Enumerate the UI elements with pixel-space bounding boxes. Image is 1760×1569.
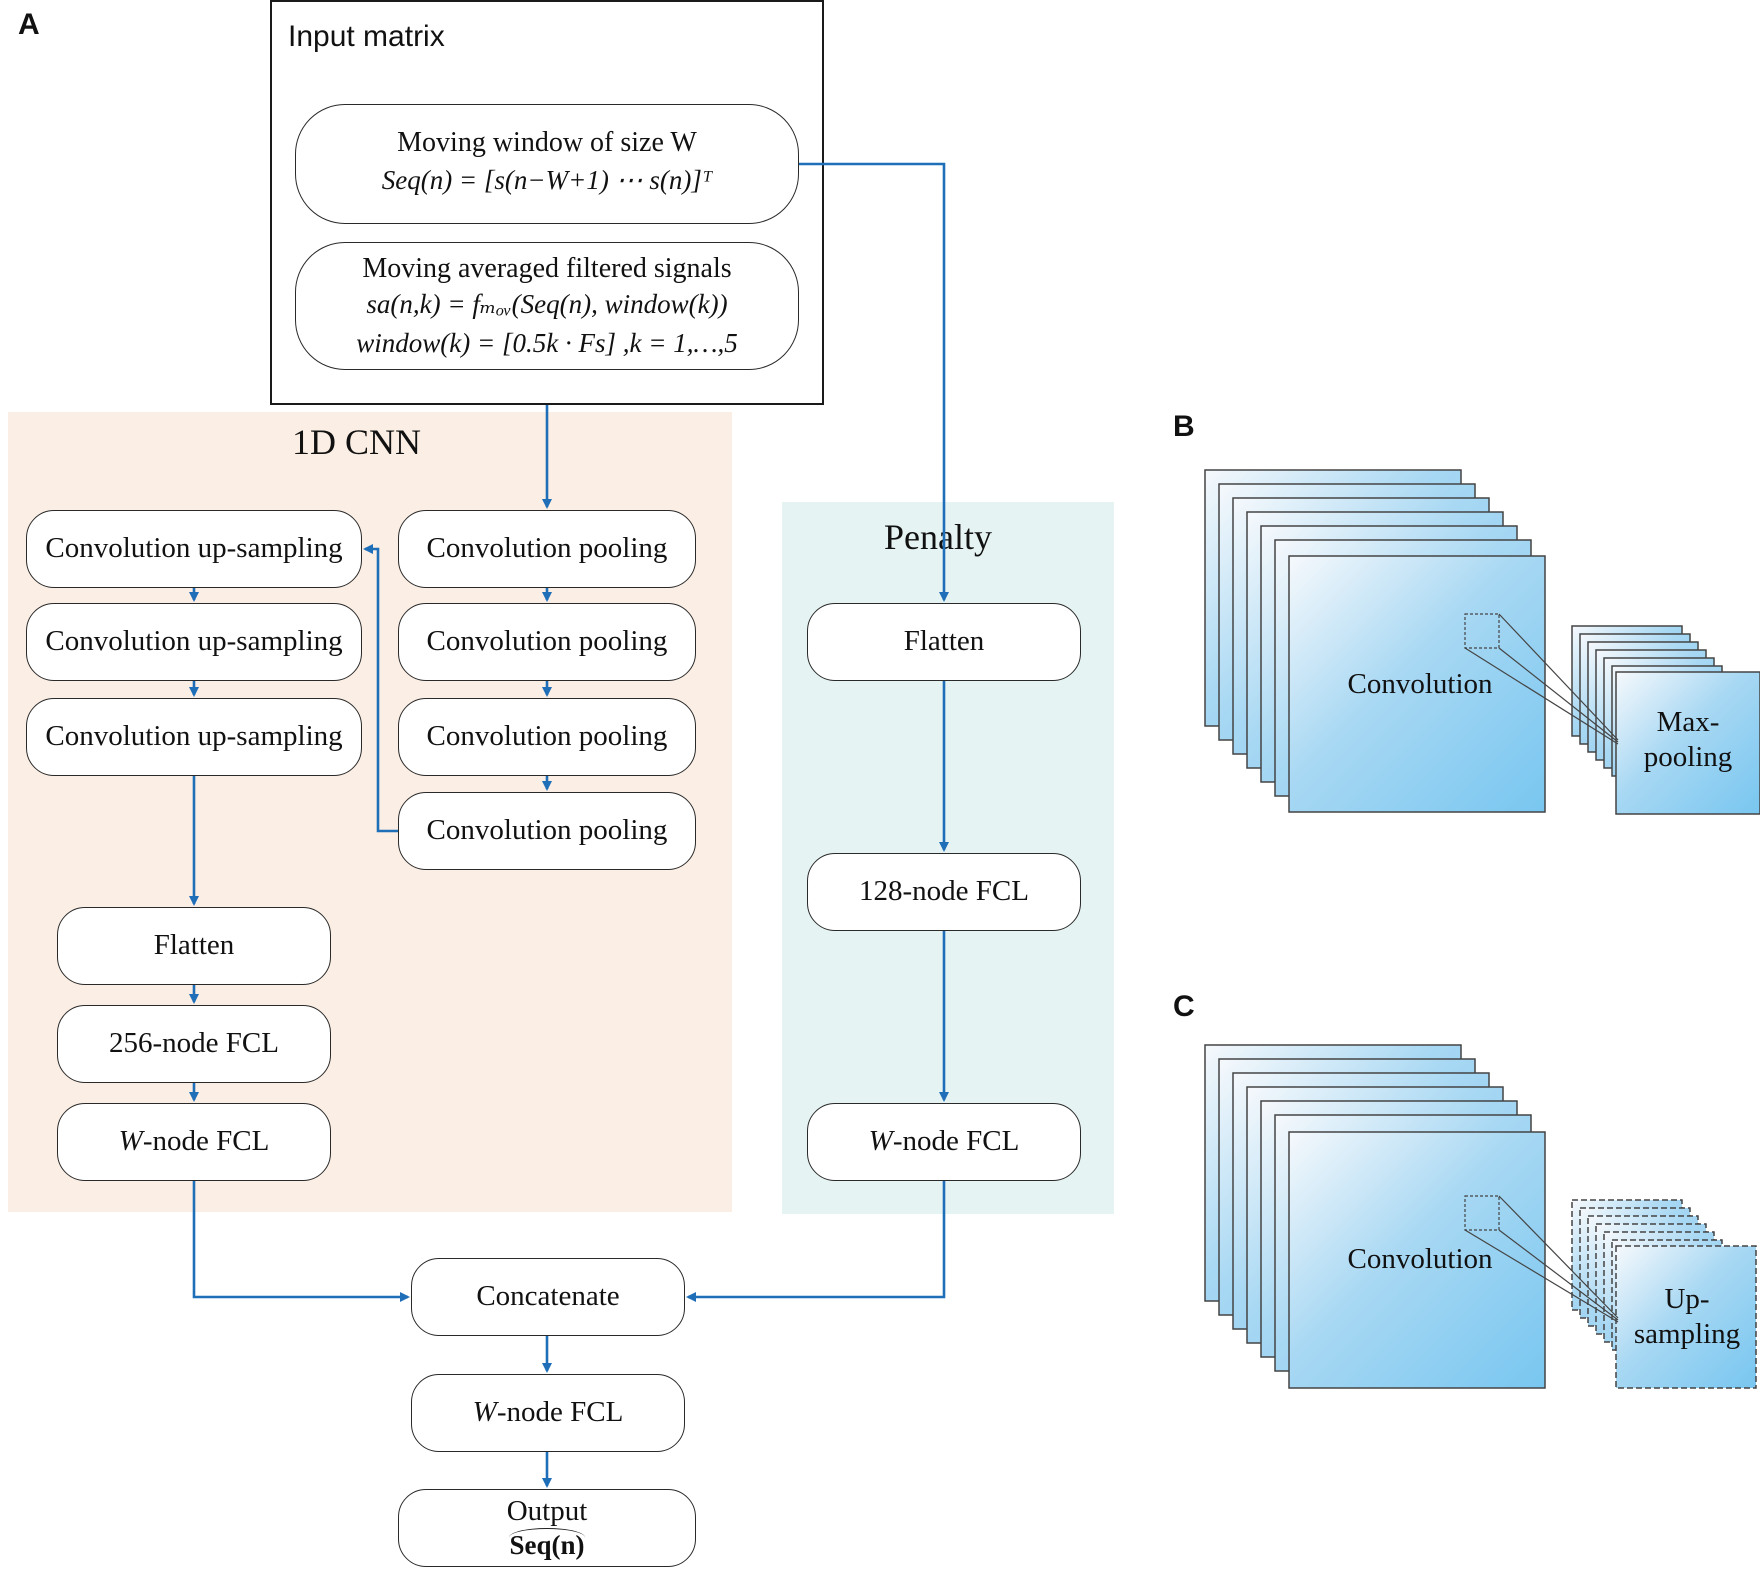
penalty-128-fcl-block: 128-node FCL: [807, 853, 1081, 931]
window-formula: window(k) = [0.5k · Fs] ,k = 1,…,5: [356, 328, 738, 358]
b-pooling-stack: [1571, 625, 1760, 815]
arrow-cnn-to-concat: [192, 1181, 410, 1302]
b-convolution-stack: [1204, 469, 1546, 813]
cnn-title: 1D CNN: [292, 422, 422, 462]
c-upsampling-stack: [1571, 1199, 1757, 1389]
w-variable: W: [868, 1125, 893, 1158]
output-block: Output Seq(n): [398, 1489, 696, 1567]
panel-label-b: B: [1173, 410, 1195, 443]
penalty-w-fcl-block: W-node FCL: [807, 1103, 1081, 1181]
convolution-pooling-block-2: Convolution pooling: [398, 603, 696, 681]
b-kernel-square: [1464, 613, 1500, 649]
c-upsampling-label: Up- sampling: [1633, 1283, 1741, 1350]
convolution-pooling-block-1: Convolution pooling: [398, 510, 696, 588]
cnn-w-fcl-block: W-node FCL: [57, 1103, 331, 1181]
b-convolution-label: Convolution: [1347, 668, 1493, 700]
penalty-flatten-block: Flatten: [807, 603, 1081, 681]
panel-label-a: A: [18, 8, 40, 41]
convolution-upsampling-block-3: Convolution up-sampling: [26, 698, 362, 776]
c-kernel-square: [1464, 1195, 1500, 1231]
c-convolution-label: Convolution: [1347, 1243, 1493, 1275]
w-variable: W: [118, 1125, 143, 1158]
c-convolution-stack: [1204, 1044, 1546, 1389]
convolution-pooling-block-3: Convolution pooling: [398, 698, 696, 776]
moving-average-label: Moving averaged filtered signals: [362, 253, 732, 284]
convolution-upsampling-block-1: Convolution up-sampling: [26, 510, 362, 588]
fcl-suffix: -node FCL: [496, 1396, 624, 1429]
moving-window-block: Moving window of size W Seq(n) = [s(n−W+…: [295, 104, 799, 224]
arrow-pool-to-upsampling: [363, 544, 398, 833]
convolution-upsampling-block-2: Convolution up-sampling: [26, 603, 362, 681]
c-projection-lines: [1464, 1195, 1619, 1323]
moving-window-label: Moving window of size W: [397, 127, 697, 158]
input-matrix-title: Input matrix: [288, 20, 445, 53]
cnn-256-fcl-block: 256-node FCL: [57, 1005, 331, 1083]
sa-formula: sa(n,k) = fₘₒᵥ(Seq(n), window(k)): [366, 289, 728, 319]
seq-formula: Seq(n) = [s(n−W+1) ⋯ s(n)]ᵀ: [381, 165, 713, 195]
fcl-suffix: -node FCL: [142, 1125, 270, 1158]
moving-average-block: Moving averaged filtered signals sa(n,k)…: [295, 242, 799, 370]
output-label: Output: [506, 1494, 588, 1527]
cnn-flatten-block: Flatten: [57, 907, 331, 985]
arrow-penalty-to-concat: [686, 1181, 946, 1302]
b-maxpooling-label: Max- pooling: [1643, 706, 1733, 773]
b-projection-lines: [1464, 613, 1619, 745]
panel-label-c: C: [1173, 990, 1195, 1023]
concatenate-block: Concatenate: [411, 1258, 685, 1336]
penalty-title: Penalty: [884, 517, 992, 557]
output-w-fcl-block: W-node FCL: [411, 1374, 685, 1452]
w-variable: W: [472, 1396, 497, 1429]
convolution-pooling-block-4: Convolution pooling: [398, 792, 696, 870]
arrow-input-to-penalty: [799, 162, 949, 602]
fcl-suffix: -node FCL: [892, 1125, 1020, 1158]
output-formula: Seq(n): [509, 1528, 585, 1561]
